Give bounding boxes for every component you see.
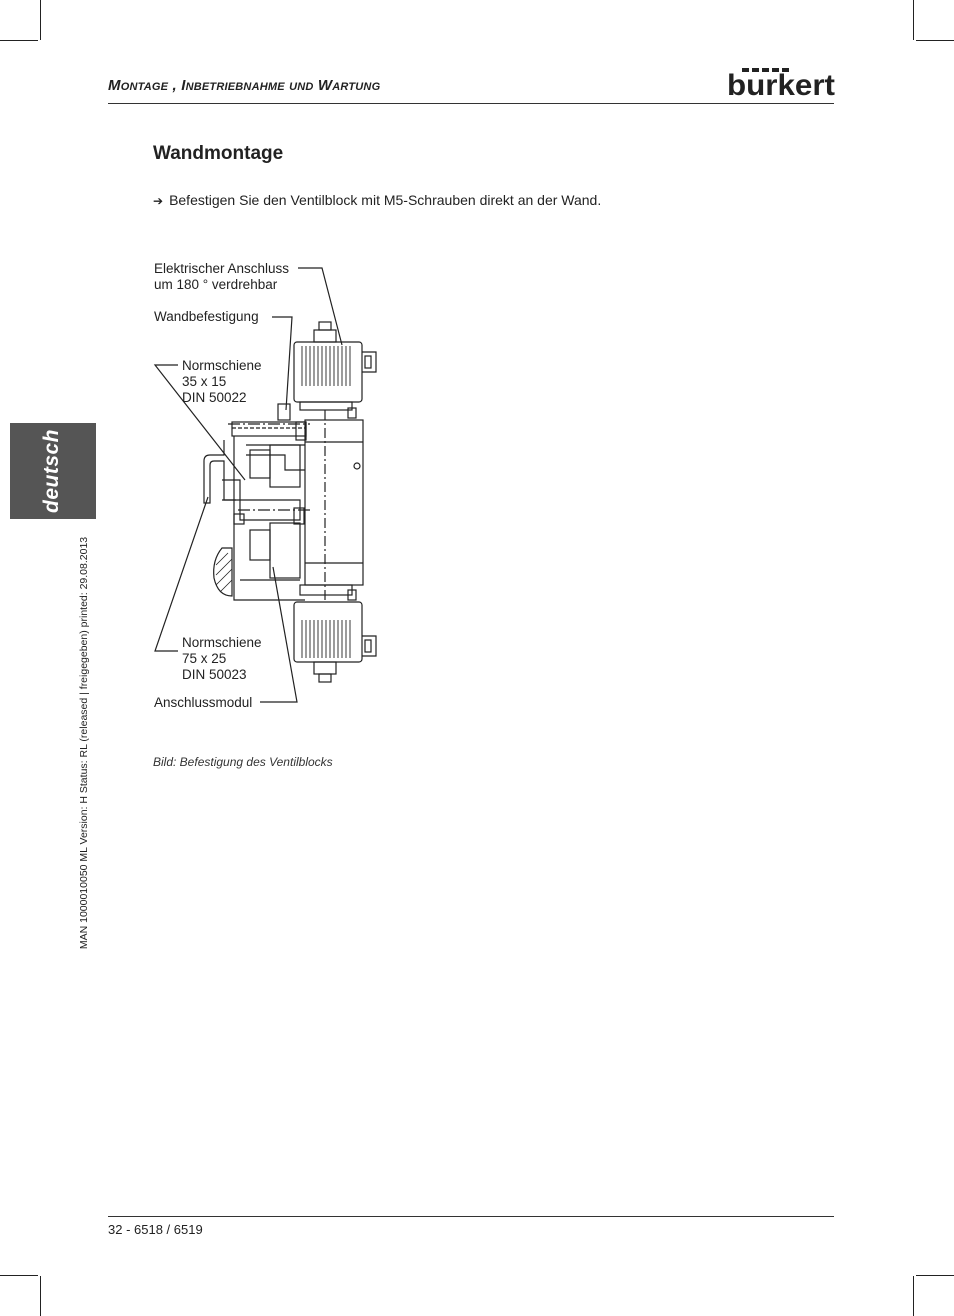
crop-mark [913, 0, 914, 40]
crop-mark [40, 0, 41, 40]
arrow-right-icon: ➔ [153, 194, 164, 208]
language-tab [10, 423, 96, 519]
label-connection-module: Anschlussmodul [154, 695, 253, 710]
crop-mark [0, 40, 38, 41]
page-title: Wandmontage [153, 143, 284, 164]
document-meta: MAN 1000010050 ML Version: H Status: RL … [78, 536, 90, 950]
language-tab-label: deutsch [40, 428, 63, 514]
page-number: 32 - 6518 / 6519 [108, 1222, 203, 1237]
crop-mark [913, 1276, 914, 1316]
crop-mark [0, 1275, 38, 1276]
label-rail-75: Normschiene 75 x 25 DIN 50023 [182, 635, 262, 682]
crop-mark [40, 1276, 41, 1316]
burkert-logo: burkert [727, 68, 835, 102]
footer-rule [108, 1216, 834, 1217]
header-rule [108, 103, 834, 104]
instruction-text: ➔ Befestigen Sie den Ventilblock mit M5-S… [153, 192, 601, 208]
svg-text:burkert: burkert [727, 69, 835, 102]
label-wall-mount: Wandbefestigung [154, 309, 259, 324]
crop-mark [916, 1275, 954, 1276]
section-title: Montage , Inbetriebnahme und Wartung [108, 77, 381, 94]
instruction-label: Befestigen Sie den Ventilblock mit M5-Sc… [169, 192, 602, 208]
figure-caption: Bild: Befestigung des Ventilblocks [153, 755, 333, 769]
crop-mark [916, 40, 954, 41]
label-electrical-connection: Elektrischer Anschluss um 180 ° verdrehb… [154, 261, 290, 292]
label-rail-35: Normschiene 35 x 15 DIN 50022 [182, 358, 262, 405]
